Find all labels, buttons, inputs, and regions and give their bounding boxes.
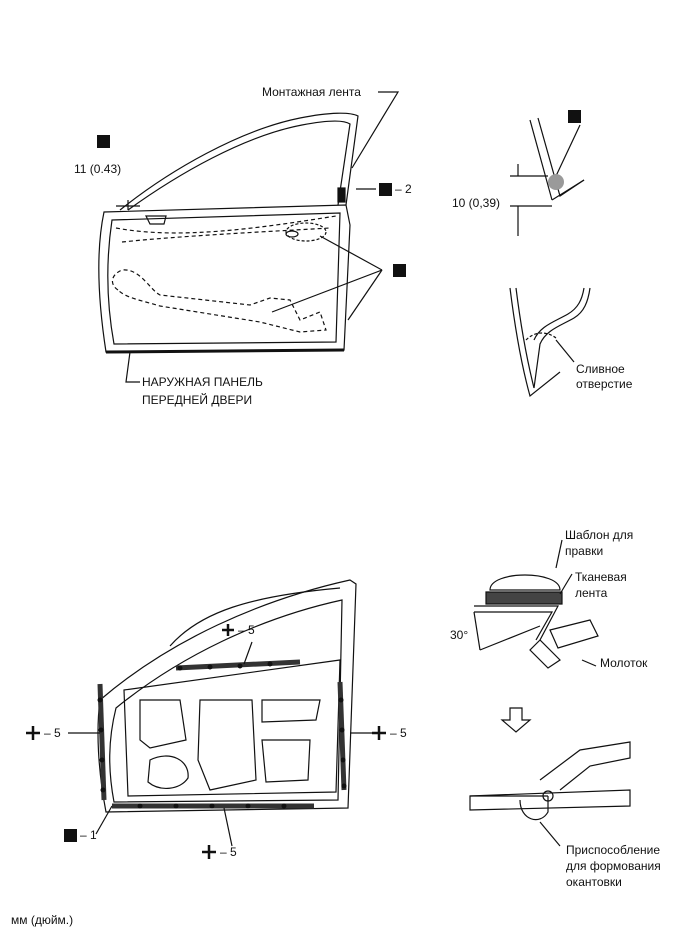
hemming-tool-label-line2: для формования (566, 859, 661, 873)
template-label-line2: правки (565, 544, 604, 558)
hem-detail-drain-hole (509, 287, 591, 398)
quantity-label-1: – 1 (80, 828, 97, 842)
quantity-label-2: – 2 (395, 182, 412, 196)
cloth-tape-label-line1: Тканевая (575, 570, 627, 584)
tape-label: Монтажная лента (262, 85, 361, 99)
cloth-tape-label-line2: лента (575, 586, 608, 600)
outer-panel-label-line1: НАРУЖНАЯ ПАНЕЛЬ (142, 375, 263, 389)
units-label: мм (дюйм.) (11, 913, 74, 927)
hemming-tool-label-line1: Приспособление (566, 843, 660, 857)
adhesive-bead (548, 174, 564, 190)
clip-icon (64, 829, 77, 842)
hammer-label: Молоток (600, 656, 648, 670)
adhesive-detail-icon (568, 110, 581, 123)
spot-weld-icon (379, 183, 392, 196)
quantity-label-right: – 5 (390, 726, 407, 740)
plus-cross-icon (26, 624, 386, 859)
adhesive-icon (393, 264, 406, 277)
torque-icon (97, 135, 110, 148)
hemming-step-2 (469, 741, 631, 847)
quantity-label-bottom: – 5 (220, 845, 237, 859)
hem-detail-adhesive (510, 117, 585, 236)
arrow-down (500, 707, 532, 733)
dimension-label-detail: 10 (0,39) (452, 196, 501, 210)
template-label-line1: Шаблон для (565, 528, 634, 542)
hemming-step-1 (473, 539, 599, 669)
outer-panel-label-line2: ПЕРЕДНЕЙ ДВЕРИ (142, 393, 253, 407)
quantity-label-top: – 5 (238, 623, 255, 637)
drain-hole-label-line1: Сливное (576, 362, 625, 376)
clip-dots (97, 661, 347, 809)
angle-label: 30° (450, 628, 469, 642)
drain-hole-label-line2: отверстие (576, 377, 633, 391)
door-outer-panel-drawing (98, 91, 400, 383)
quantity-label-left: – 5 (44, 726, 61, 740)
door-inner-panel-drawing (68, 579, 372, 847)
dimension-label-top-left: 11 (0.43) (74, 162, 122, 176)
hemming-tool-label-line3: окантовки (566, 875, 622, 889)
